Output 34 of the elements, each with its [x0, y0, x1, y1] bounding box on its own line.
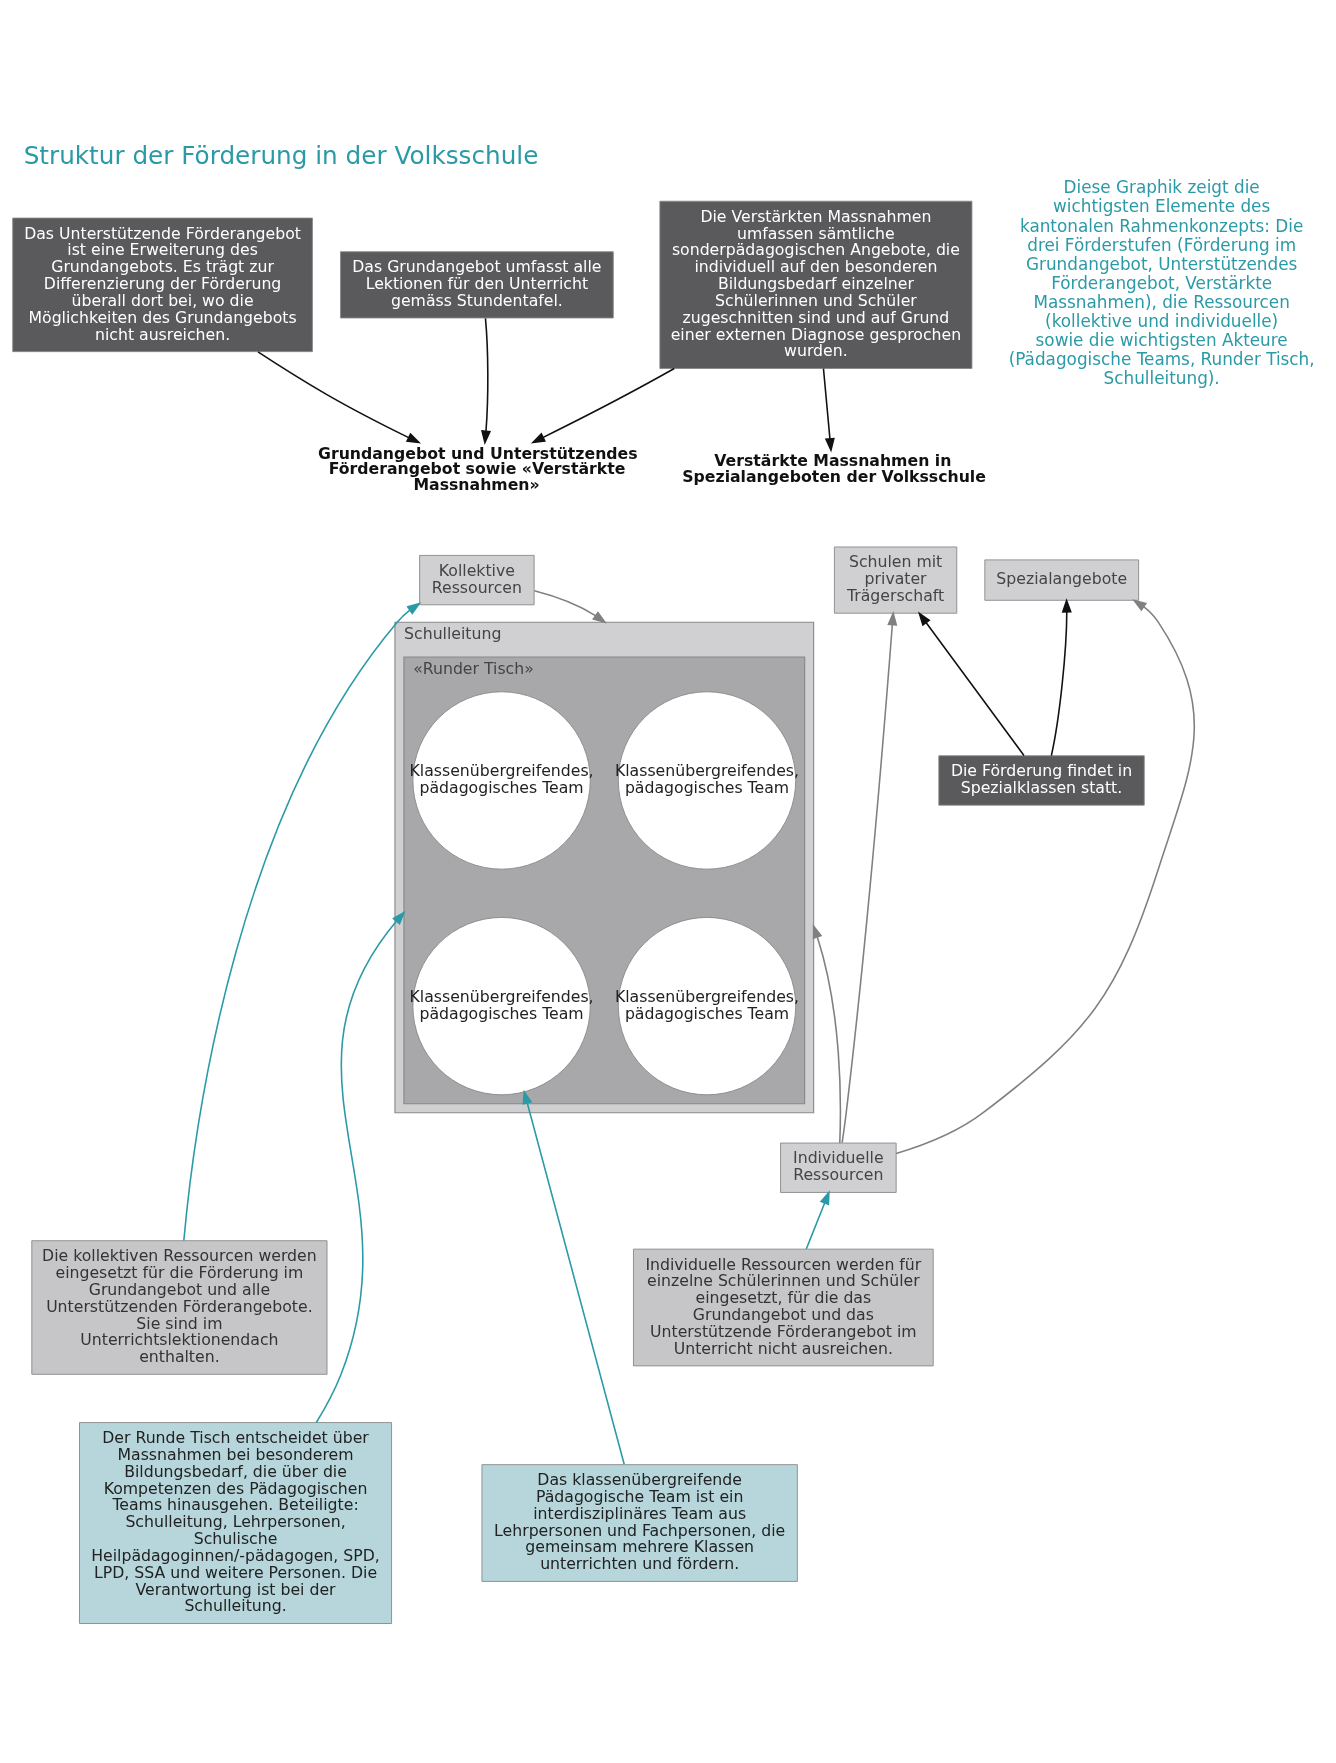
node-box: Der Runde Tisch entscheidet über Massnahmen bei besonderem Bildungsbedarf, die über die Kompetenzen des Pädagogischen Teams hinausgehen. Beteiligte: Schulleitung, Lehrpersonen, Schulische Heilpädagoginnen/-pädagogen, SPD, LPD, SSA und weitere Personen. Die Verantwortung ist bei der Schulleitung.	[79, 1422, 392, 1624]
node-circle: Klassenübergreifendes, pädagogisches Team	[412, 916, 591, 1096]
arrow	[522, 1089, 625, 1466]
node-box: Das Unterstützende Förderangebot ist eine Erweiterung des Grundangebots. Es trägt zur Differenzierung der Förderung überall dort bei, wo die Möglichkeiten des Grundangebots nicht ausreichen.	[12, 217, 313, 353]
node-box: Schulen mit privater Trägerschaft	[833, 546, 958, 614]
arrow	[315, 910, 406, 1424]
diagram-title: Struktur der Förderung in der Volksschule	[23, 140, 539, 170]
node-circle: Klassenübergreifendes, pädagogisches Team	[412, 691, 591, 870]
node-box: Die Verstärkten Massnahmen umfassen sämtliche sonderpädagogischen Angebote, die individuell auf den besonderen Bildungsbedarf einzelner Schülerinnen und Schüler zugeschnitten sind und auf Grund einer externen Diagnose gesprochen wurden.	[659, 200, 973, 369]
node-text: Grundangebot und Unterstützendes Förderangebot sowie «Verstärkte Massnahmen»	[318, 443, 638, 494]
arrow	[183, 602, 422, 1242]
node-box: Kollektive Ressourcen	[419, 554, 535, 606]
node-box: Individuelle Ressourcen werden für einzelne Schülerinnen und Schüler eingesetzt, für die das Grundangebot und das Unterstützende Förderangebot im Unterricht nicht ausreichen.	[633, 1248, 934, 1367]
node-circle: Klassenübergreifendes, pädagogisches Team	[617, 916, 797, 1096]
node-box: Die kollektiven Ressourcen werden eingesetzt für die Förderung im Grundangebot und alle Unterstützenden Förderangebote. Sie sind im Unterrichtslektionendach enthalten.	[31, 1240, 328, 1375]
arrow	[841, 610, 898, 1144]
arrow	[812, 924, 842, 1144]
label: Diese Graphik zeigt die wichtigsten Elemente des kantonalen Rahmenkonzepts: Die drei Förderstufen (Förderung im Grundangebot, Unterstützendes Förderangebot, Verstärkte Massnahmen), die Ressourcen (kollektive und individuelle) sowie die wichtigsten Akteure (Pädagogische Teams, Runder Tisch, Schulleitung).	[1008, 177, 1315, 389]
node-circle: Klassenübergreifendes, pädagogisches Team	[617, 691, 797, 870]
node-text: Verstärkte Massnahmen in Spezialangeboten der Volksschule	[682, 451, 986, 487]
node-box: Spezialangebote	[984, 559, 1140, 601]
node-box: Das Grundangebot umfasst alle Lektionen für den Unterricht gemäss Stundentafel.	[340, 251, 614, 319]
node-box: Individuelle Ressourcen	[780, 1142, 897, 1193]
arrow	[481, 317, 492, 445]
arrow	[1050, 598, 1072, 757]
arrow	[822, 367, 835, 453]
arrow	[257, 351, 421, 444]
arrow	[917, 611, 1025, 757]
node-box: Das klassenübergreifende Pädagogische Team ist ein interdisziplinäres Team aus Lehrpersonen und Fachpersonen, die gemeinsam mehrere Klassen unterrichten und fördern.	[481, 1464, 798, 1582]
arrow	[530, 367, 676, 444]
arrow	[805, 1190, 830, 1250]
arrow	[533, 590, 607, 624]
node-box: Die Förderung findet in Spezialklassen statt.	[938, 755, 1145, 806]
arrow	[895, 599, 1196, 1155]
